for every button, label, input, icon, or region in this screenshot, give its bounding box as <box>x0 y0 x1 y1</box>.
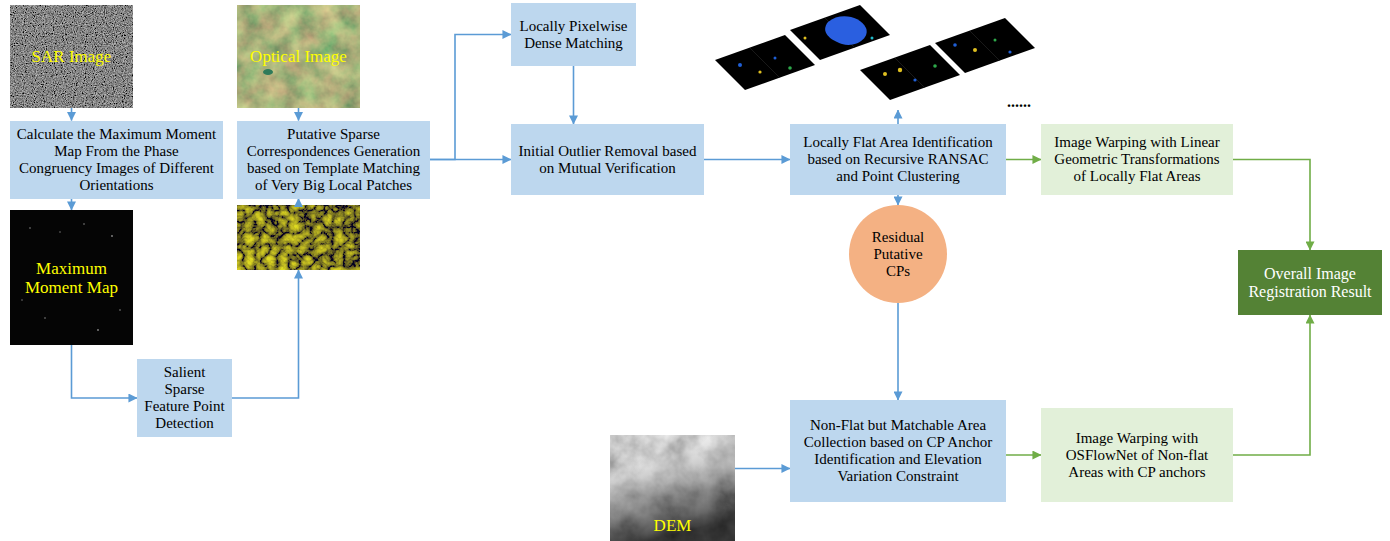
feature-image <box>237 205 360 270</box>
output-box: Image Warping with OSFlowNet of Non-flat… <box>1041 408 1233 502</box>
node-text: Maximum Moment Map <box>22 259 122 297</box>
flow-arrow <box>298 199 300 206</box>
sar-image <box>10 5 133 108</box>
dem-image <box>610 435 735 541</box>
flow-arrow <box>735 468 790 470</box>
flow-arrow <box>1006 159 1041 161</box>
feature-points <box>237 205 360 270</box>
process-box: Non-Flat but Matchable Area Collection b… <box>790 400 1006 502</box>
dem-shade <box>610 435 735 541</box>
moment-map <box>10 210 133 345</box>
node-text: Image Warping with Linear Geometric Tran… <box>1047 134 1227 185</box>
node-text: Residual Putative CPs <box>865 229 931 280</box>
flow-arrow <box>430 159 511 161</box>
flow-arrow <box>1233 160 1310 251</box>
process-box: Locally Flat Area Identification based o… <box>790 124 1006 195</box>
node-text: Calculate the Maximum Moment Map From th… <box>16 126 217 194</box>
flow-arrow <box>573 66 575 124</box>
image-label-panel: SAR Image <box>10 5 133 108</box>
node-text: ...... <box>1007 94 1031 110</box>
output-box: Image Warping with Linear Geometric Tran… <box>1041 124 1233 195</box>
process-box: Calculate the Maximum Moment Map From th… <box>10 121 223 199</box>
process-box: Salient Sparse Feature Point Detection <box>137 359 232 437</box>
image-label-panel: Optical Image <box>237 5 360 108</box>
result-box: Overall Image Registration Result <box>1238 250 1382 315</box>
flow-arrow <box>298 108 300 121</box>
node-text: Non-Flat but Matchable Area Collection b… <box>796 417 1000 485</box>
image-panel <box>237 205 360 270</box>
process-box: Putative Sparse Correspondences Generati… <box>237 121 430 199</box>
cluster-image-panel: ...... <box>715 0 1035 110</box>
node-text: DEM <box>654 516 692 535</box>
optical-image <box>237 5 360 108</box>
moment-map-dots <box>21 223 121 331</box>
flow-arrow <box>71 199 73 211</box>
node-text: Locally Flat Area Identification based o… <box>796 134 1000 185</box>
flow-arrow <box>71 108 73 121</box>
data-circle: Residual Putative CPs <box>849 205 947 303</box>
optical-terrain <box>237 5 360 108</box>
flow-arrow <box>232 270 299 398</box>
process-box: Initial Outlier Removal based on Mutual … <box>511 124 704 195</box>
sar-speckle <box>10 5 133 108</box>
image-label-panel: Maximum Moment Map <box>10 210 133 345</box>
flow-arrow <box>430 35 511 160</box>
node-text: Salient Sparse Feature Point Detection <box>143 364 226 432</box>
node-text: SAR Image <box>32 47 112 66</box>
flow-arrow <box>704 159 790 161</box>
node-text: Initial Outlier Removal based on Mutual … <box>517 143 698 177</box>
flow-arrow <box>897 110 899 124</box>
image-label-panel: DEM <box>610 435 735 541</box>
flow-arrow <box>897 303 899 400</box>
node-text: Overall Image Registration Result <box>1244 265 1376 301</box>
process-box: Locally Pixelwise Dense Matching <box>511 3 636 66</box>
flow-arrow <box>1006 454 1041 456</box>
cluster-panels <box>715 5 1035 100</box>
node-text: Putative Sparse Correspondences Generati… <box>243 126 424 194</box>
flow-arrow <box>1233 315 1310 455</box>
node-text: Locally Pixelwise Dense Matching <box>517 18 630 52</box>
flow-arrow <box>72 345 138 398</box>
optical-lake <box>263 69 273 75</box>
node-text: Optical Image <box>250 47 347 66</box>
node-text: Image Warping with OSFlowNet of Non-flat… <box>1047 430 1227 481</box>
flow-arrow <box>897 195 899 205</box>
